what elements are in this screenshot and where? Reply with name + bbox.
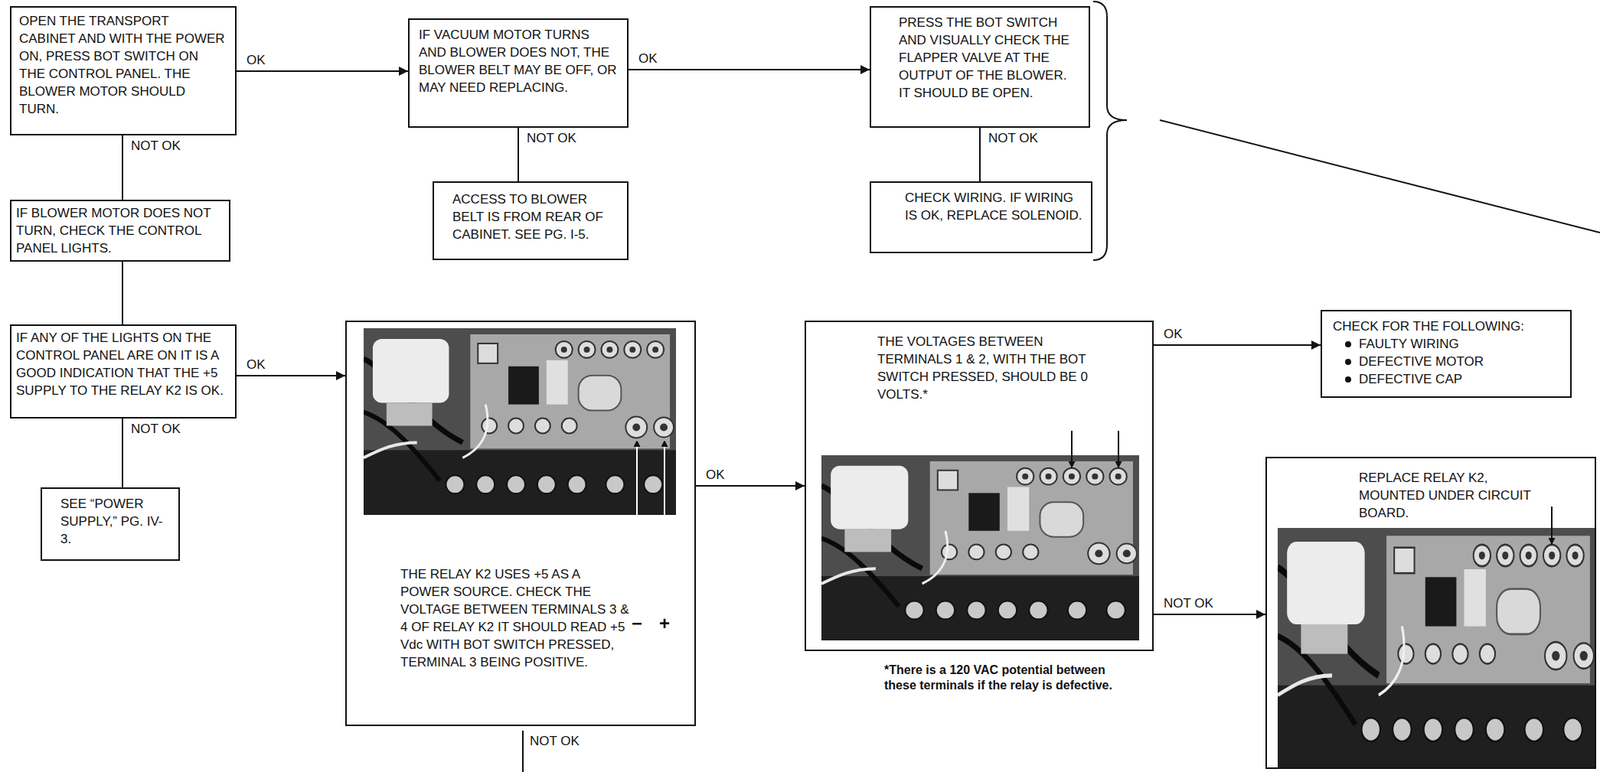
connector [236, 375, 346, 377]
pointer-arrow [1117, 431, 1120, 469]
step-text: IF BLOWER MOTOR DOES NOT TURN, CHECK THE… [16, 204, 223, 258]
edge-label: OK [244, 52, 268, 69]
note-box: ACCESS TO BLOWER BELT IS FROM REAR OF CA… [432, 181, 629, 261]
pointer-arrow [1551, 506, 1553, 546]
edge-label: OK [244, 357, 268, 373]
connector [1153, 613, 1266, 616]
photo-step-box: THE RELAY K2 USES +5 AS A POWER SOURCE. … [345, 320, 696, 727]
bullet-dot [1345, 341, 1352, 348]
edge-label: OK [703, 467, 728, 484]
pointer-arrow [663, 440, 666, 609]
step-text: SEE “POWER SUPPLY,” PG. IV-3. [60, 495, 173, 549]
polarity-mark: − [630, 612, 644, 636]
list-heading: CHECK FOR THE FOLLOWING: [1332, 317, 1563, 336]
process-box: IF ANY OF THE LIGHTS ON THE CONTROL PANE… [9, 324, 237, 419]
action-box: CHECK WIRING. IF WIRING IS OK, REPLACE S… [869, 181, 1093, 254]
footnote: *There is a 120 VAC potential between th… [884, 662, 1122, 694]
step-text: PRESS THE BOT SWITCH AND VISUALLY CHECK … [898, 13, 1081, 102]
process-box: OPEN THE TRANSPORT CABINET AND WITH THE … [9, 6, 237, 136]
step-text: CHECK WIRING. IF WIRING IS OK, REPLACE S… [904, 189, 1084, 225]
connector [517, 127, 520, 182]
bullet-dot [1345, 359, 1352, 366]
bullet-text: FAULTY WIRING [1358, 335, 1460, 353]
bullet-item: FAULTY WIRING [1332, 335, 1563, 353]
group-brace [1093, 1, 1127, 261]
reference-box: SEE “POWER SUPPLY,” PG. IV-3. [40, 487, 180, 562]
continuation-line [522, 731, 524, 772]
connector [121, 261, 124, 325]
edge-label: NOT OK [1161, 596, 1216, 612]
process-box: PRESS THE BOT SWITCH AND VISUALLY CHECK … [869, 6, 1091, 128]
connector [695, 485, 805, 487]
bullet-item: DEFECTIVE MOTOR [1332, 352, 1563, 371]
bullet-dot [1345, 376, 1352, 383]
relay-photo [1277, 528, 1597, 770]
connector [628, 68, 870, 71]
edge-label: NOT OK [986, 130, 1041, 147]
bullet-text: DEFECTIVE MOTOR [1358, 352, 1484, 371]
step-text: REPLACE RELAY K2, MOUNTED UNDER CIRCUIT … [1358, 469, 1535, 523]
photo-action-box: REPLACE RELAY K2, MOUNTED UNDER CIRCUIT … [1265, 457, 1597, 770]
branch-label: NOT OK [529, 733, 580, 750]
continuation-line [1159, 120, 1600, 233]
relay-photo [363, 328, 676, 516]
polarity-mark: + [658, 612, 671, 636]
connector [979, 127, 981, 182]
pointer-arrow [636, 440, 638, 609]
connector [1153, 344, 1321, 347]
connector [236, 70, 409, 72]
step-text: THE VOLTAGES BETWEEN TERMINALS 1 & 2, WI… [877, 333, 1100, 404]
process-box: IF BLOWER MOTOR DOES NOT TURN, CHECK THE… [9, 199, 231, 262]
process-box: IF VACUUM MOTOR TURNS AND BLOWER DOES NO… [408, 18, 629, 128]
bullet-text: DEFECTIVE CAP [1358, 370, 1463, 389]
bullet-item: DEFECTIVE CAP [1332, 370, 1563, 389]
edge-label: NOT OK [524, 130, 579, 147]
step-text: ACCESS TO BLOWER BELT IS FROM REAR OF CA… [452, 190, 620, 244]
checklist-box: CHECK FOR THE FOLLOWING:FAULTY WIRINGDEF… [1320, 310, 1572, 399]
edge-label: NOT OK [128, 138, 183, 154]
photo-step-box: THE VOLTAGES BETWEEN TERMINALS 1 & 2, WI… [804, 320, 1154, 652]
pointer-arrow [1071, 431, 1073, 469]
edge-label: OK [1161, 326, 1186, 343]
step-text: IF VACUUM MOTOR TURNS AND BLOWER DOES NO… [418, 26, 620, 97]
step-text: THE RELAY K2 USES +5 AS A POWER SOURCE. … [400, 565, 631, 672]
relay-photo [821, 455, 1140, 641]
edge-label: NOT OK [128, 421, 183, 438]
step-text: IF ANY OF THE LIGHTS ON THE CONTROL PANE… [16, 329, 229, 400]
connector [121, 418, 124, 488]
connector [121, 135, 124, 200]
edge-label: OK [636, 51, 660, 67]
step-text: OPEN THE TRANSPORT CABINET AND WITH THE … [19, 12, 228, 118]
